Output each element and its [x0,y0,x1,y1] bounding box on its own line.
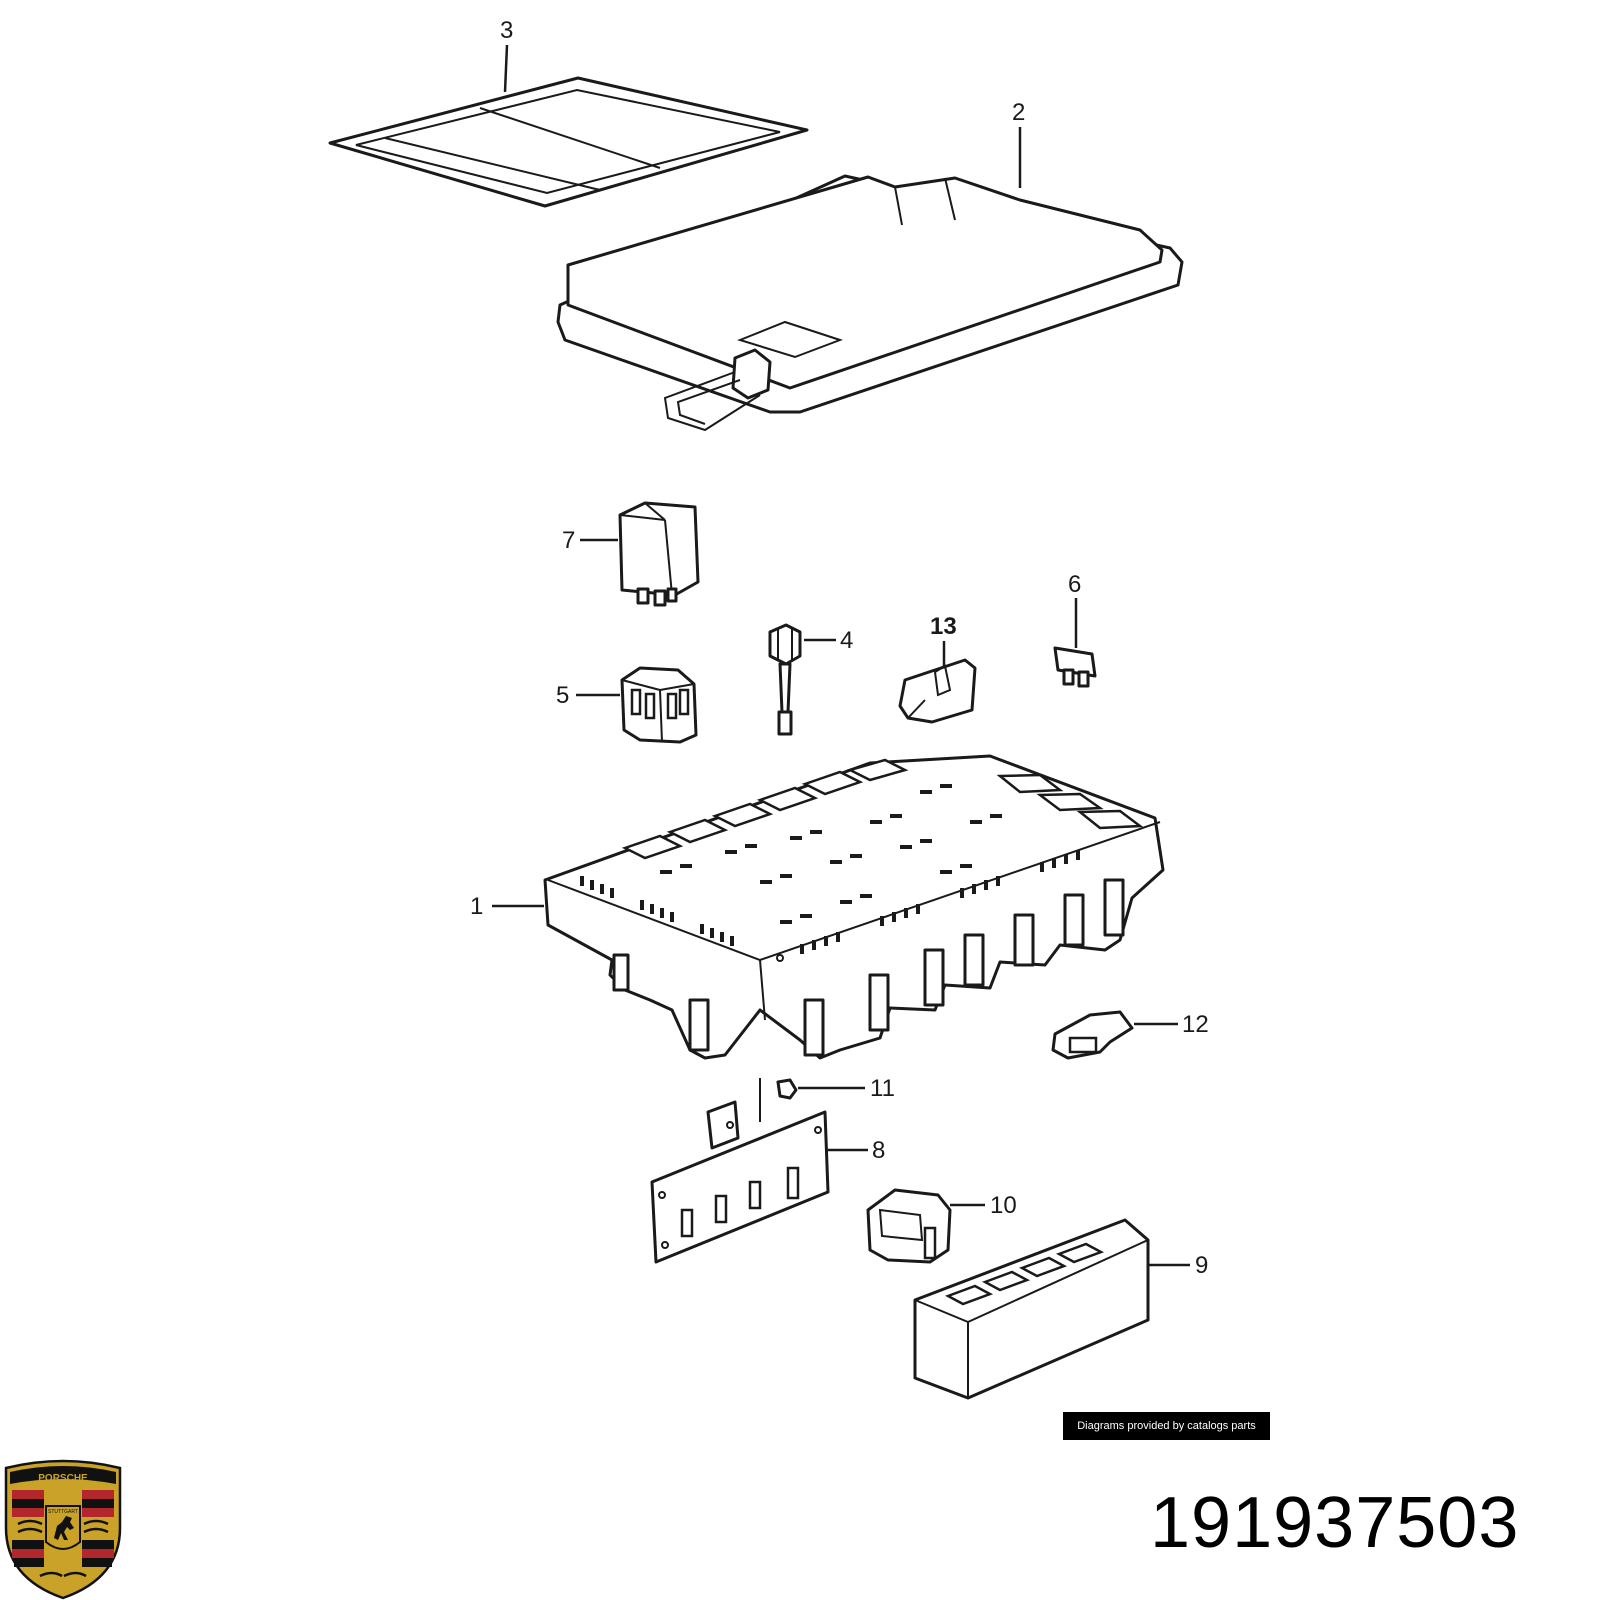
part-7-relay [618,501,700,607]
part-12-clip [1051,1010,1134,1060]
part-10-relay-holder [866,1188,952,1264]
callout-5: 5 [556,682,569,709]
leader-lines [492,44,1190,1267]
callout-1: 1 [470,893,483,920]
part-6-fuse [1053,646,1097,688]
crest-stripes-left [12,1490,44,1567]
part-9-connector-block [913,1218,1150,1400]
callout-10: 10 [990,1192,1017,1219]
callout-12: 12 [1182,1011,1209,1038]
callout-7: 7 [562,527,575,554]
callout-13: 13 [930,613,957,640]
callout-3: 3 [500,17,513,44]
callout-2: 2 [1012,99,1025,126]
part-3-gasket-sheet [328,76,809,208]
porsche-crest-icon: PORSCHE STUTTGART [4,1459,122,1600]
callout-11: 11 [870,1075,895,1102]
callout-8: 8 [872,1137,885,1164]
logo-city: STUTTGART [48,1509,78,1515]
callout-9: 9 [1195,1252,1208,1279]
callout-4: 4 [840,627,853,654]
part-2-cover [556,174,1184,432]
part-5-relay-socket [620,666,698,744]
part-1-fuse-box [543,754,1165,1060]
part-4-terminal [768,623,802,736]
horse-icon [54,1516,74,1540]
part-13-clip [898,658,977,724]
diagram-credit-banner: Diagrams provided by catalogs parts [1063,1412,1270,1440]
logo-wordmark: PORSCHE [38,1473,88,1484]
part-number: 191937503 [1150,1483,1520,1563]
crest-stripes-right [82,1490,114,1567]
part-11-rivet [759,1078,798,1122]
part-8-circuit-plate [650,1100,830,1264]
callout-6: 6 [1068,571,1081,598]
